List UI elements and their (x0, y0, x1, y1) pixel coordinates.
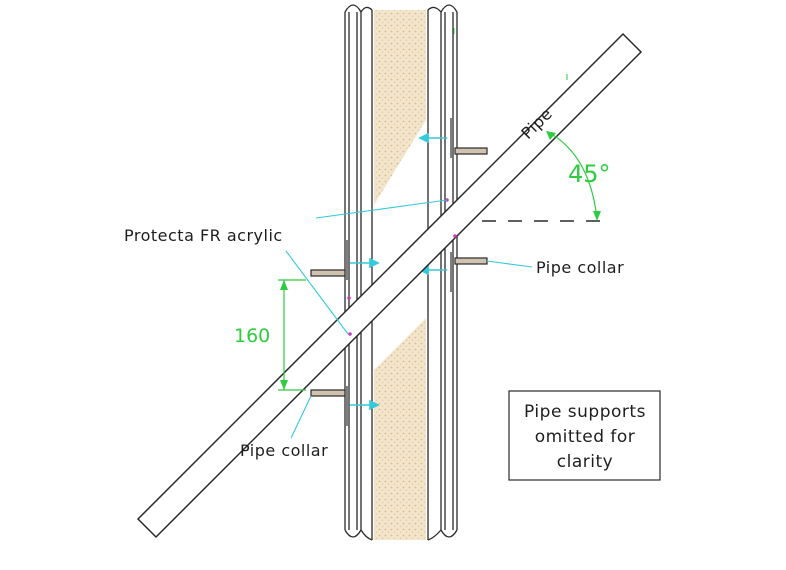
collar-leader-left (290, 395, 312, 439)
note-line-3: clarity (557, 452, 613, 472)
offset-label: 160 (234, 325, 270, 347)
sealant-label: Protecta FR acrylic (124, 226, 283, 245)
angle-label: 45° (568, 160, 611, 188)
pipe (136, 32, 643, 539)
note-line-2: omitted for (535, 427, 636, 447)
note-line-1: Pipe supports (524, 402, 646, 422)
collar-flange-lower-right (454, 257, 488, 265)
collar-flange-upper-right (454, 147, 488, 155)
wall-tick-marks (453, 28, 568, 80)
collar-leader-right (486, 260, 533, 268)
collar-flange-lower-left (310, 389, 346, 397)
offset-dimension (278, 279, 306, 391)
sealant-leader-lower (285, 250, 349, 335)
collar-flange-upper-left (310, 269, 346, 277)
angle-dimension: 45° (482, 131, 611, 222)
pipe-collars (310, 118, 488, 426)
leader-lines (285, 199, 533, 439)
collar-label-right: Pipe collar (536, 258, 624, 277)
note-box: Pipe supports omitted for clarity (508, 390, 661, 481)
panel-insulation-core (374, 10, 426, 540)
collar-label-left: Pipe collar (240, 441, 328, 460)
wall-panel (344, 4, 458, 541)
sealant-leader-upper (315, 199, 448, 219)
